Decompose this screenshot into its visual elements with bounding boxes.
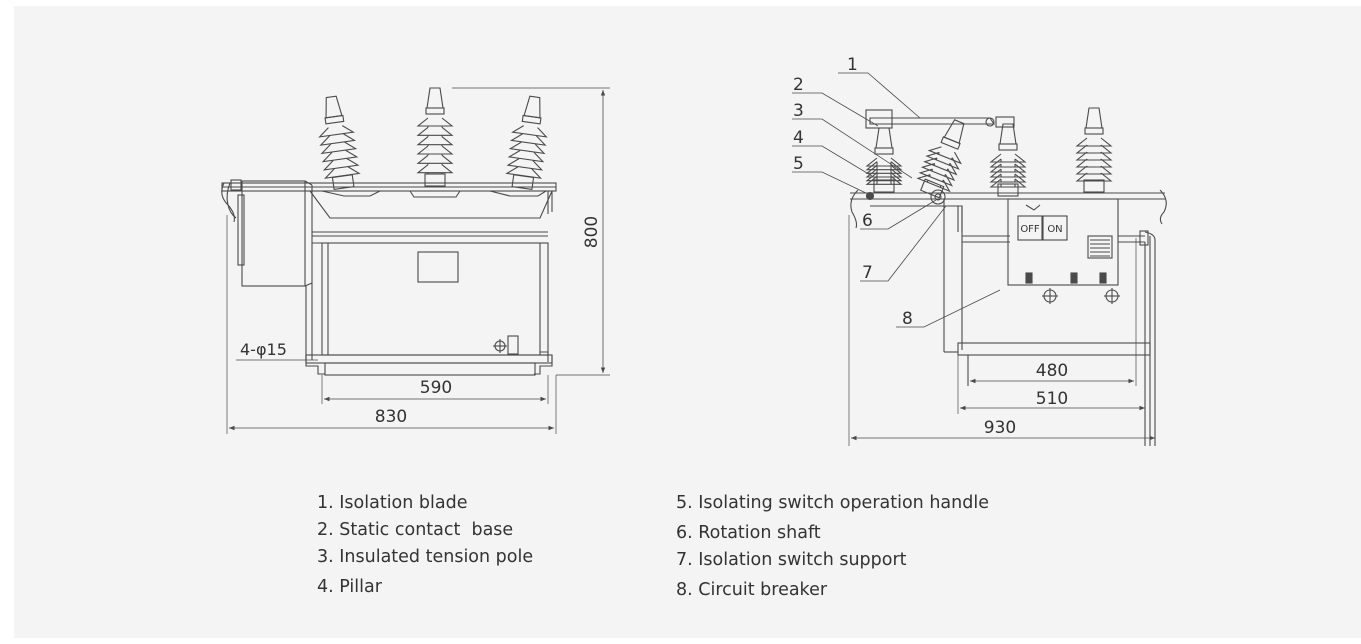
legend-right: 5. Isolating switch operation handle 6. … [676, 490, 989, 604]
on-button [1042, 215, 1068, 241]
legend-item: 6. Rotation shaft [676, 523, 821, 543]
front-view [221, 87, 610, 434]
side-view [792, 72, 1167, 446]
callout-leaders [792, 72, 1001, 328]
side-insulator-static-contact [865, 127, 903, 193]
off-label: OFF [1020, 224, 1040, 235]
dim-480-label: 480 [1036, 361, 1068, 381]
side-insulator-pillar [989, 123, 1027, 197]
diagram-panel [14, 6, 1361, 638]
off-button [1017, 215, 1043, 241]
legend-item: 5. Isolating switch operation handle [676, 493, 989, 513]
dim-800-label: 800 [582, 216, 602, 248]
upper-housing [309, 190, 553, 219]
front-insulator-right [505, 95, 548, 191]
legend-item: 7. Isolation switch support [676, 550, 907, 570]
front-insulator-left [318, 95, 361, 191]
dim-830-label: 830 [375, 407, 407, 427]
side-insulators [865, 107, 1113, 197]
side-right-hook [1159, 189, 1167, 225]
legend-item: 2. Static contact base [317, 520, 514, 540]
circuit-breaker-box [1007, 198, 1119, 286]
callout-1: 1 [847, 55, 858, 75]
callout-6: 6 [862, 211, 873, 231]
on-label: ON [1047, 224, 1062, 235]
legend-item: 4. Pillar [317, 577, 382, 597]
frame-body [321, 242, 549, 356]
callout-4: 4 [793, 128, 804, 148]
front-insulators [318, 87, 548, 191]
callout-5: 5 [793, 154, 804, 174]
dim-holes-label: 4-φ15 [240, 340, 287, 359]
legend-item: 3. Insulated tension pole [317, 547, 534, 567]
rotation-shaft [930, 189, 946, 205]
legend-item: 8. Circuit breaker [676, 580, 828, 600]
insulated-tension-pole [916, 119, 965, 199]
nameplate [417, 251, 459, 283]
dim-930-label: 930 [984, 418, 1016, 438]
dim-590-label: 590 [420, 378, 452, 398]
callout-2: 2 [793, 75, 804, 95]
base-rail [305, 354, 553, 364]
front-insulator-center [416, 87, 454, 187]
callout-3: 3 [793, 101, 804, 121]
side-left-hook [850, 189, 859, 229]
isolation-blade [869, 117, 996, 125]
callout-7: 7 [862, 263, 873, 283]
tension-pole-insulator [916, 119, 965, 199]
dim-510-label: 510 [1036, 389, 1068, 409]
vent-grille [1087, 235, 1113, 259]
mechanism-box [241, 180, 306, 287]
side-insulator-far [1075, 107, 1113, 193]
legend-left: 1. Isolation blade 2. Static contact bas… [317, 490, 533, 601]
switch-support [870, 205, 963, 232]
legend-item: 1. Isolation blade [317, 493, 468, 513]
base-channel [957, 342, 1151, 356]
callout-8: 8 [902, 309, 913, 329]
